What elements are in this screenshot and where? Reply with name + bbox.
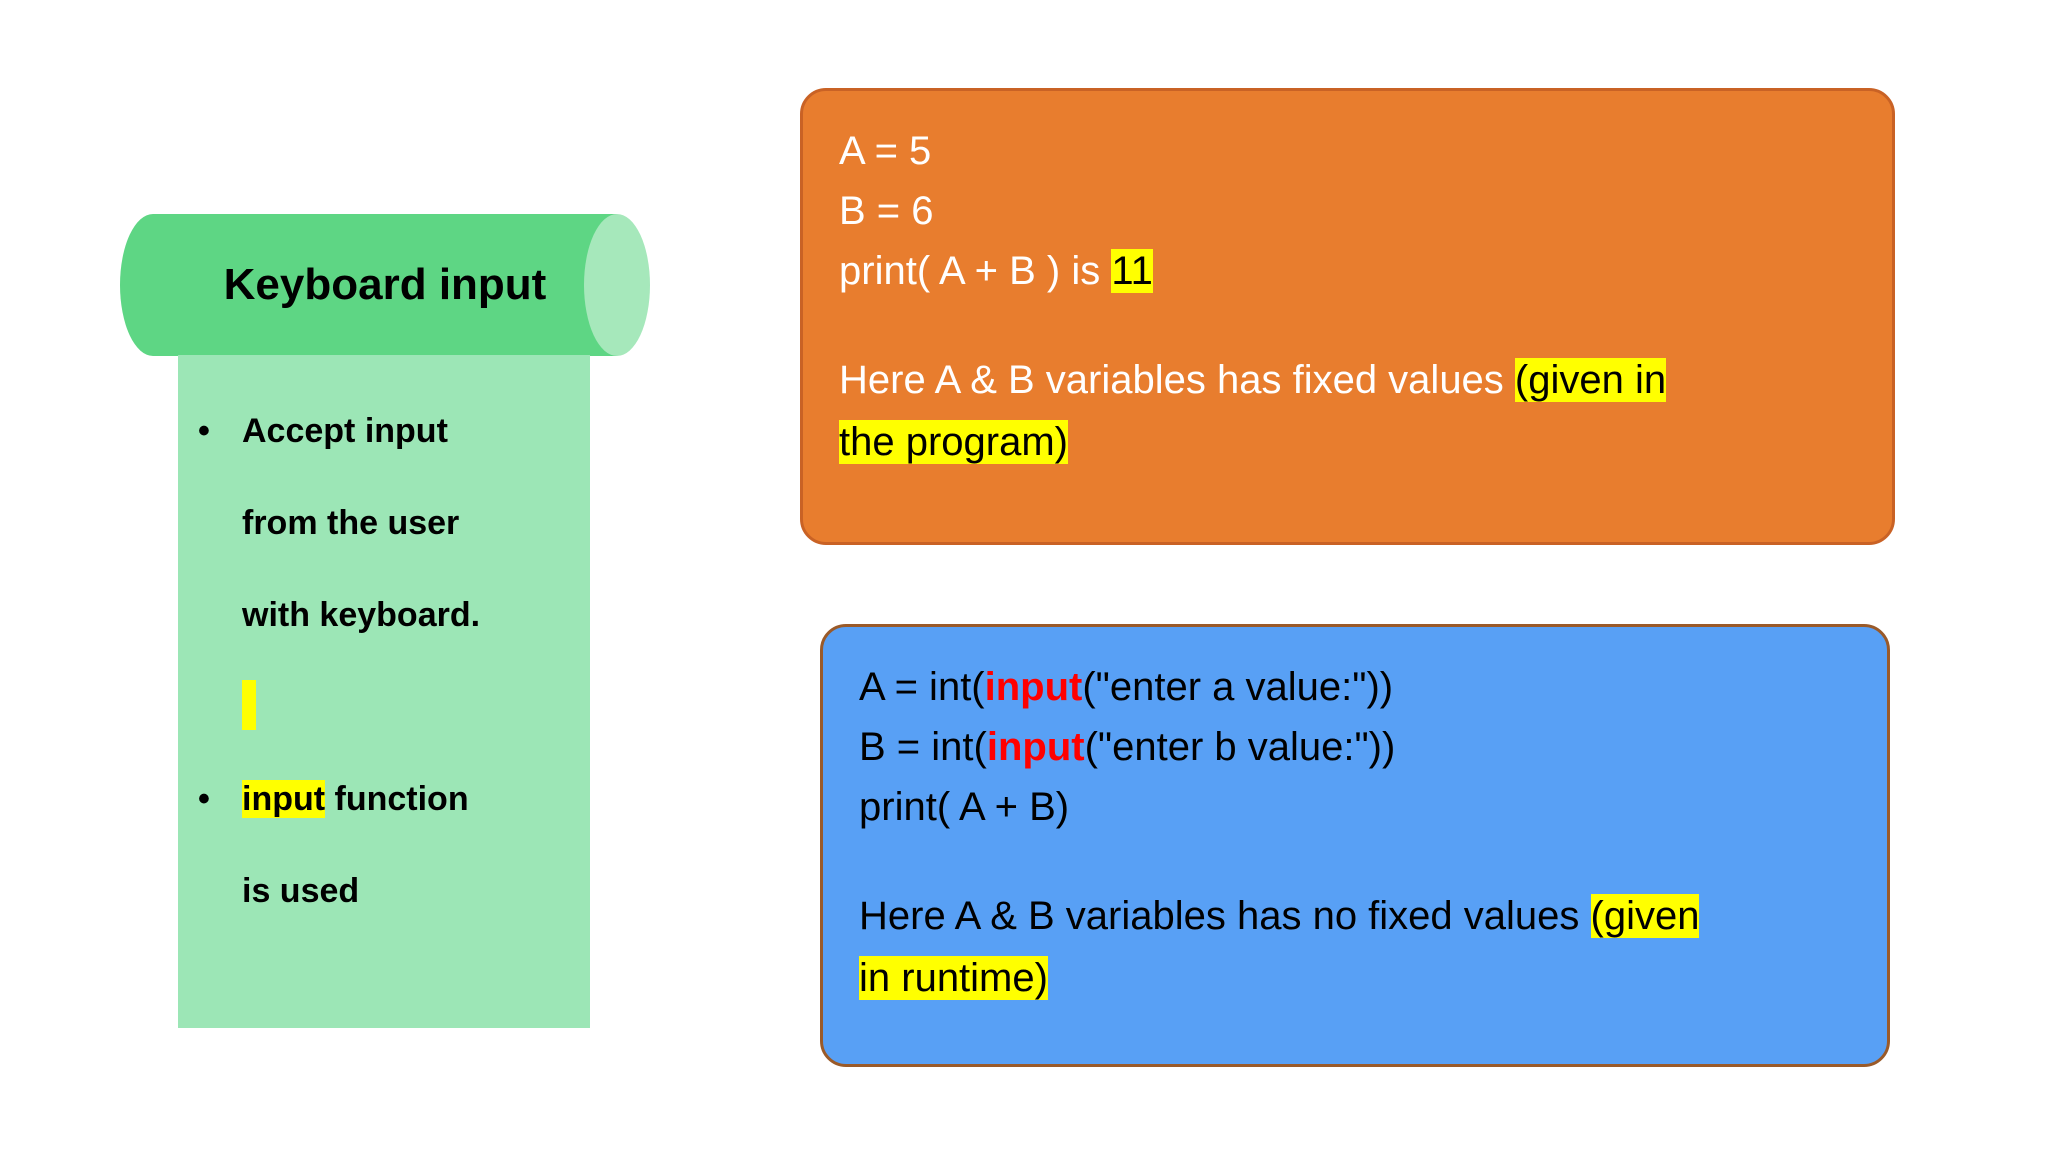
bullet-line: is used	[242, 872, 360, 910]
code-line: B = 6	[839, 189, 934, 233]
code-post: ("enter b value:"))	[1084, 725, 1396, 769]
note-highlight-2: in runtime)	[859, 956, 1048, 1000]
code-post: ("enter a value:"))	[1082, 665, 1394, 709]
code-result-line: print( A + B ) is 11	[839, 241, 1856, 301]
bullet-list: • Accept input from the user with keyboa…	[178, 385, 590, 937]
input-keyword: input	[986, 725, 1085, 769]
note-plain: Here A & B variables has fixed values	[839, 358, 1515, 402]
note-text: Here A & B variables has fixed values (g…	[839, 349, 1856, 473]
spacer	[859, 837, 1851, 885]
bullet-dot-icon: •	[198, 780, 210, 818]
bullet-line: input function	[242, 753, 590, 845]
cylinder-header: Keyboard input	[120, 214, 650, 356]
code-result-prefix: print( A + B ) is	[839, 249, 1112, 293]
fixed-values-box: A = 5 B = 6 print( A + B ) is 11 Here A …	[800, 88, 1895, 545]
bullet-line: from the user	[242, 504, 460, 542]
page-title: Keyboard input	[223, 260, 547, 309]
list-item: • input function is used	[178, 753, 590, 937]
code-line: A = 5	[839, 129, 932, 173]
note-highlight-1: (given in	[1514, 358, 1667, 402]
code-pre: print( A + B)	[859, 785, 1070, 829]
code-line: print( A + B)	[859, 777, 1851, 837]
runtime-values-box: A = int(input("enter a value:")) B = int…	[820, 624, 1890, 1067]
bullet-line-rest: function	[325, 780, 469, 818]
note-text: Here A & B variables has no fixed values…	[859, 885, 1851, 1009]
highlighted-blank-line	[242, 661, 590, 753]
highlight-mark	[242, 680, 256, 730]
cylinder-right-cap	[584, 214, 650, 356]
highlighted-keyword: input	[242, 780, 326, 818]
code-pre: B = int(	[859, 725, 987, 769]
bullet-dot-icon: •	[198, 412, 210, 450]
spacer	[839, 301, 1856, 349]
note-plain: Here A & B variables has no fixed values	[859, 894, 1591, 938]
note-highlight-2: the program)	[839, 420, 1068, 464]
note-highlight-1: (given	[1590, 894, 1700, 938]
list-item: • Accept input from the user with keyboa…	[178, 385, 590, 753]
code-line: B = int(input("enter b value:"))	[859, 717, 1851, 777]
code-line: A = int(input("enter a value:"))	[859, 657, 1851, 717]
code-pre: A = int(	[859, 665, 985, 709]
cylinder-body	[153, 214, 617, 356]
bullet-line: with keyboard.	[242, 596, 481, 634]
bullet-line: Accept input	[242, 412, 448, 450]
input-keyword: input	[984, 665, 1083, 709]
result-highlight: 11	[1111, 249, 1153, 293]
